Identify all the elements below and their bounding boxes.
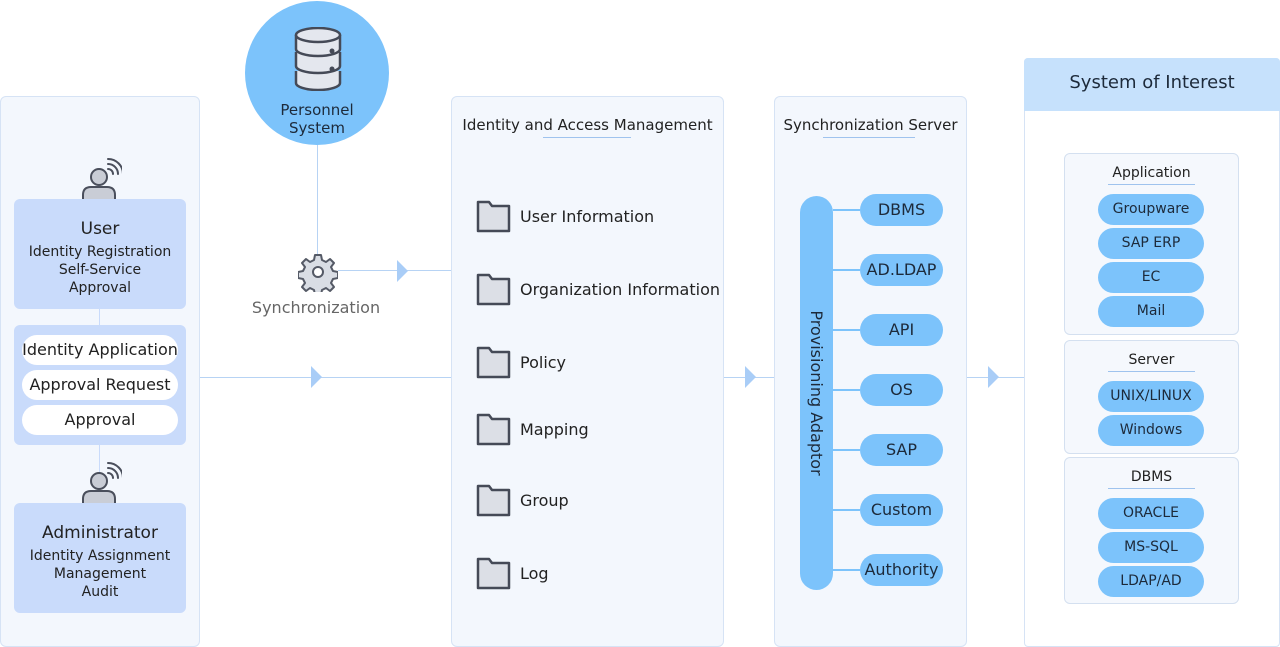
provisioning-adaptor-label: Provisioning Adaptor (807, 310, 826, 476)
target-link (833, 329, 860, 331)
folder-icon (476, 557, 511, 590)
target-api[interactable]: API (860, 314, 943, 346)
iam-item[interactable]: Mapping (476, 411, 589, 447)
target-link (833, 269, 860, 271)
soi-header (1024, 58, 1280, 111)
server-item[interactable]: Windows (1098, 415, 1204, 446)
server-item[interactable]: UNIX/LINUX (1098, 381, 1204, 412)
dbms-title: DBMS (1130, 469, 1173, 485)
app-item[interactable]: Mail (1098, 296, 1204, 327)
signal-icon (107, 462, 122, 479)
sync-arrow (397, 260, 408, 282)
target-link (833, 569, 860, 571)
iam-item[interactable]: User Information (476, 198, 654, 234)
folder-icon (476, 200, 511, 233)
user-card: User Identity Registration Self-Service … (14, 199, 186, 309)
soi-title: System of Interest (1069, 72, 1235, 93)
dbms-item[interactable]: ORACLE (1098, 498, 1204, 529)
actor-connector-top (99, 305, 100, 327)
target-link (833, 389, 860, 391)
database-icon (294, 27, 342, 91)
target-sap[interactable]: SAP (860, 434, 943, 466)
provisioning-adaptor (800, 196, 833, 590)
app-item[interactable]: Groupware (1098, 194, 1204, 225)
personnel-label-line: System (289, 119, 345, 137)
gear-icon (298, 254, 338, 292)
user-title: User (80, 219, 120, 239)
folder-icon (476, 484, 511, 517)
target-link (833, 509, 860, 511)
folder-icon (476, 346, 511, 379)
sync-server-title: Synchronization Server (783, 116, 958, 134)
target-dbms[interactable]: DBMS (860, 194, 943, 226)
target-authority[interactable]: Authority (860, 554, 943, 586)
target-ad-ldap[interactable]: AD.LDAP (860, 254, 943, 286)
personnel-connector (317, 143, 318, 255)
iam-title: Identity and Access Management (462, 116, 713, 134)
iam-item-label: Log (520, 563, 549, 583)
application-title: Application (1112, 165, 1191, 181)
iam-arrow (745, 366, 756, 388)
personnel-label: Personnel System (245, 101, 389, 137)
application-underline (1108, 184, 1195, 185)
dbms-underline (1108, 488, 1195, 489)
sync-connector (338, 270, 451, 271)
iam-item-label: Mapping (520, 419, 589, 439)
target-os[interactable]: OS (860, 374, 943, 406)
target-custom[interactable]: Custom (860, 494, 943, 526)
target-link (833, 449, 860, 451)
iam-item-label: Group (520, 490, 569, 510)
folder-icon (476, 413, 511, 446)
iam-item[interactable]: Log (476, 555, 549, 591)
iam-title-underline (543, 137, 631, 138)
user-line: Approval (68, 280, 132, 296)
admin-title: Administrator (42, 523, 158, 543)
admin-line: Identity Assignment (29, 548, 171, 564)
admin-card: Administrator Identity Assignment Manage… (14, 503, 186, 613)
server-title: Server (1128, 352, 1175, 368)
folder-icon (476, 273, 511, 306)
iam-item-label: Policy (520, 352, 567, 372)
dbms-item[interactable]: LDAP/AD (1098, 566, 1204, 597)
signal-icon (107, 158, 122, 175)
iam-item[interactable]: Organization Information (476, 271, 720, 307)
iam-item-label: User Information (520, 206, 655, 226)
left-connector (200, 377, 451, 378)
admin-line: Audit (81, 584, 119, 600)
iam-item[interactable]: Group (476, 482, 569, 518)
personnel-label-line: Personnel (280, 101, 354, 119)
sync-label: Synchronization (251, 298, 381, 317)
left-arrow (311, 366, 322, 388)
app-item[interactable]: EC (1098, 262, 1204, 293)
workflow-item[interactable]: Approval Request (22, 370, 178, 400)
user-line: Self-Service (58, 262, 142, 278)
iam-item[interactable]: Policy (476, 344, 566, 380)
app-item[interactable]: SAP ERP (1098, 228, 1204, 259)
workflow-item[interactable]: Identity Application (22, 335, 178, 365)
target-link (833, 209, 860, 211)
dbms-item[interactable]: MS-SQL (1098, 532, 1204, 563)
iam-item-label: Organization Information (520, 279, 720, 299)
server-underline (1108, 371, 1195, 372)
workflow-item[interactable]: Approval (22, 405, 178, 435)
admin-line: Management (53, 566, 147, 582)
user-line: Identity Registration (28, 244, 172, 260)
sync-server-arrow (988, 366, 999, 388)
sync-server-title-underline (823, 137, 915, 138)
